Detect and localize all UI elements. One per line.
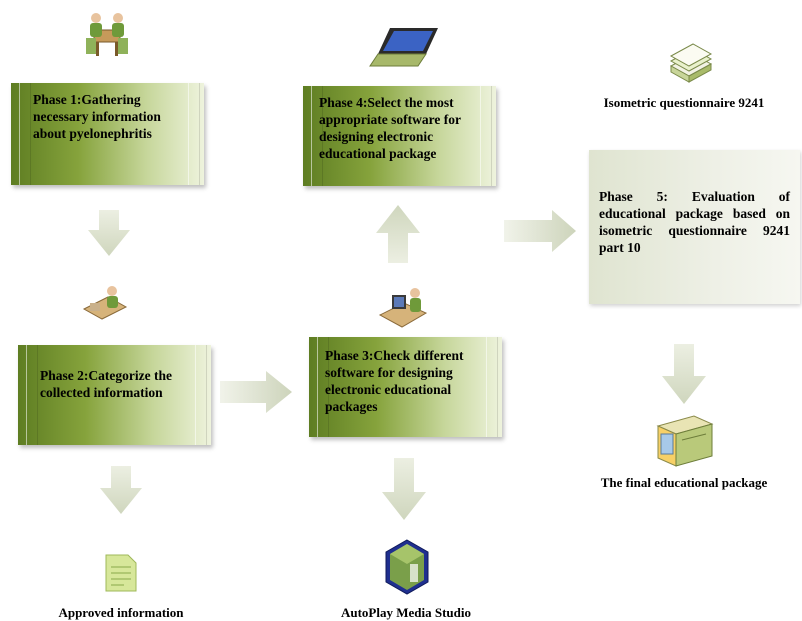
phase-2-text: Phase 2:Categorize the collected informa… (40, 368, 172, 400)
arrow-up-1 (376, 205, 420, 263)
phase-4-box: Phase 4:Select the most appropriate soft… (303, 86, 496, 186)
phase-3-text: Phase 3:Check different software for des… (325, 348, 464, 414)
arrow-down-3 (382, 458, 426, 520)
person-at-desk-icon (82, 286, 128, 320)
autoplay-media-studio-label: AutoPlay Media Studio (340, 605, 471, 620)
arrow-right-2 (504, 210, 576, 252)
arrow-down-2 (100, 466, 142, 514)
phase-1-text: Phase 1:Gathering necessary information … (33, 92, 161, 141)
arrow-down-1 (88, 210, 130, 256)
approved-information-label: Approved information (58, 605, 184, 620)
computer-tower-icon (656, 415, 714, 467)
person-at-computer-icon (378, 288, 428, 328)
software-box-icon (385, 539, 429, 595)
meeting-people-icon (86, 13, 128, 56)
final-educational-package-label: The final educational package (600, 475, 768, 490)
laptop-icon (369, 28, 438, 67)
arrow-right-1 (220, 371, 292, 413)
stacked-papers-icon (669, 43, 713, 83)
phase-5-box: Phase 5: Evaluation of educational packa… (589, 150, 800, 304)
phase-2-box: Phase 2:Categorize the collected informa… (18, 345, 211, 445)
arrow-down-4 (662, 344, 706, 404)
phase-4-text: Phase 4:Select the most appropriate soft… (319, 95, 461, 161)
phase-3-box: Phase 3:Check different software for des… (309, 337, 502, 437)
document-icon (105, 554, 137, 592)
isometric-questionnaire-label: Isometric questionnaire 9241 (603, 95, 765, 110)
phase-5-text: Phase 5: Evaluation of educational packa… (599, 189, 790, 255)
phase-1-box: Phase 1:Gathering necessary information … (11, 83, 204, 185)
